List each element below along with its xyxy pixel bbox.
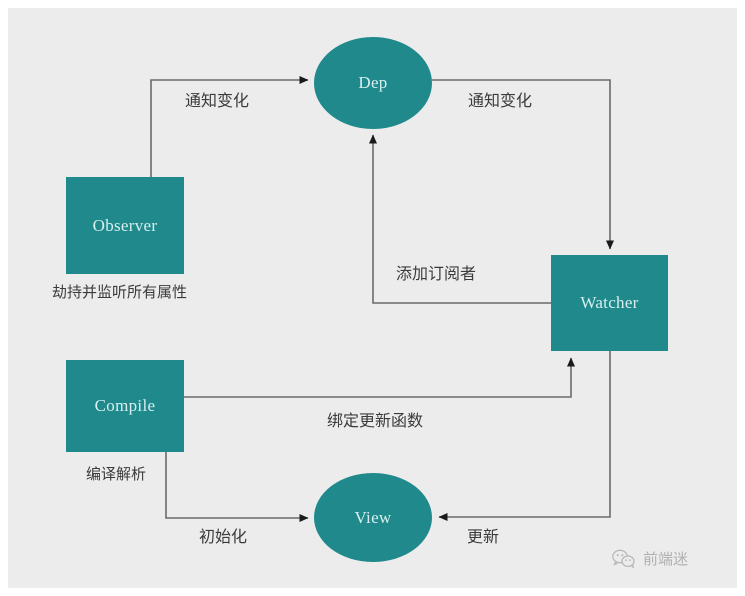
compile-caption: 编译解析	[86, 465, 147, 483]
node-dep-label: Dep	[358, 73, 388, 92]
node-observer[interactable]: Observer	[66, 177, 184, 274]
edge-label-watcher-to-view: 更新	[467, 527, 500, 546]
edge-label-watcher-to-dep: 添加订阅者	[396, 264, 477, 283]
node-dep[interactable]: Dep	[314, 37, 432, 129]
node-view-label: View	[354, 507, 392, 527]
node-compile[interactable]: Compile	[66, 360, 184, 452]
edge-label-compile-to-view: 初始化	[199, 527, 248, 546]
observer-caption: 劫持并监听所有属性	[52, 283, 188, 301]
edge-label-observer-to-dep: 通知变化	[185, 91, 250, 110]
node-watcher[interactable]: Watcher	[551, 255, 668, 351]
wechat-icon	[612, 549, 636, 569]
node-compile-label: Compile	[94, 396, 156, 415]
node-watcher-label: Watcher	[580, 293, 639, 312]
edge-label-compile-to-watcher: 绑定更新函数	[327, 411, 424, 430]
watermark: 前端迷	[612, 548, 688, 569]
edge-label-dep-to-watcher: 通知变化	[468, 91, 533, 110]
node-view[interactable]: View	[314, 473, 432, 562]
watermark-text: 前端迷	[643, 550, 689, 568]
node-observer-label: Observer	[92, 215, 158, 235]
